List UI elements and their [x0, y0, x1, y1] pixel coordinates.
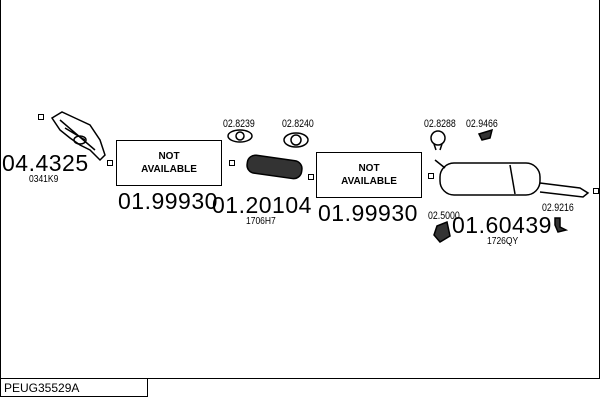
- bracket-02-9466-icon: [477, 128, 494, 141]
- connector-marker: [38, 114, 44, 120]
- connector-marker: [229, 160, 235, 166]
- accessory-number[interactable]: 02.8240: [282, 118, 314, 130]
- accessory-number[interactable]: 02.8239: [223, 118, 255, 130]
- not-available-box: NOT AVAILABLE: [316, 152, 422, 198]
- accessory-number[interactable]: 02.9216: [542, 202, 574, 214]
- na-text: NOT: [358, 163, 380, 174]
- accessory-number[interactable]: 02.9466: [466, 118, 498, 130]
- part-number[interactable]: 01.60439: [452, 212, 552, 238]
- hanger-02-5000-icon: [433, 220, 451, 243]
- part-ref: 0341K9: [29, 174, 59, 185]
- connector-marker: [107, 160, 113, 166]
- not-available-box: NOT AVAILABLE: [116, 140, 222, 186]
- diagram-code-label: PEUG35529A: [0, 378, 148, 397]
- accessory-number[interactable]: 02.8288: [424, 118, 456, 130]
- na-text: AVAILABLE: [141, 164, 197, 175]
- connector-marker: [308, 174, 314, 180]
- part-number[interactable]: 01.99930: [318, 200, 418, 226]
- accessory-number[interactable]: 02.5000: [428, 210, 460, 222]
- part-ref: 1726QY: [487, 236, 519, 247]
- na-text: NOT: [158, 151, 180, 162]
- part-number[interactable]: 04.4325: [2, 150, 89, 176]
- part-ref: 1706H7: [246, 216, 276, 227]
- part-number[interactable]: 01.99930: [118, 188, 218, 214]
- hanger-02-9216-icon: [554, 217, 569, 233]
- manifold-icon: [50, 111, 106, 162]
- clamp-02-8288-icon: [430, 130, 446, 151]
- connector-marker: [593, 188, 599, 194]
- na-text: AVAILABLE: [341, 176, 397, 187]
- connector-marker: [428, 173, 434, 179]
- part-number[interactable]: 01.20104: [212, 192, 312, 218]
- muffler-icon: [434, 159, 590, 198]
- gasket-02-8240-icon: [283, 132, 309, 148]
- flex-pipe-icon: [246, 154, 303, 180]
- gasket-02-8239-icon: [227, 129, 253, 143]
